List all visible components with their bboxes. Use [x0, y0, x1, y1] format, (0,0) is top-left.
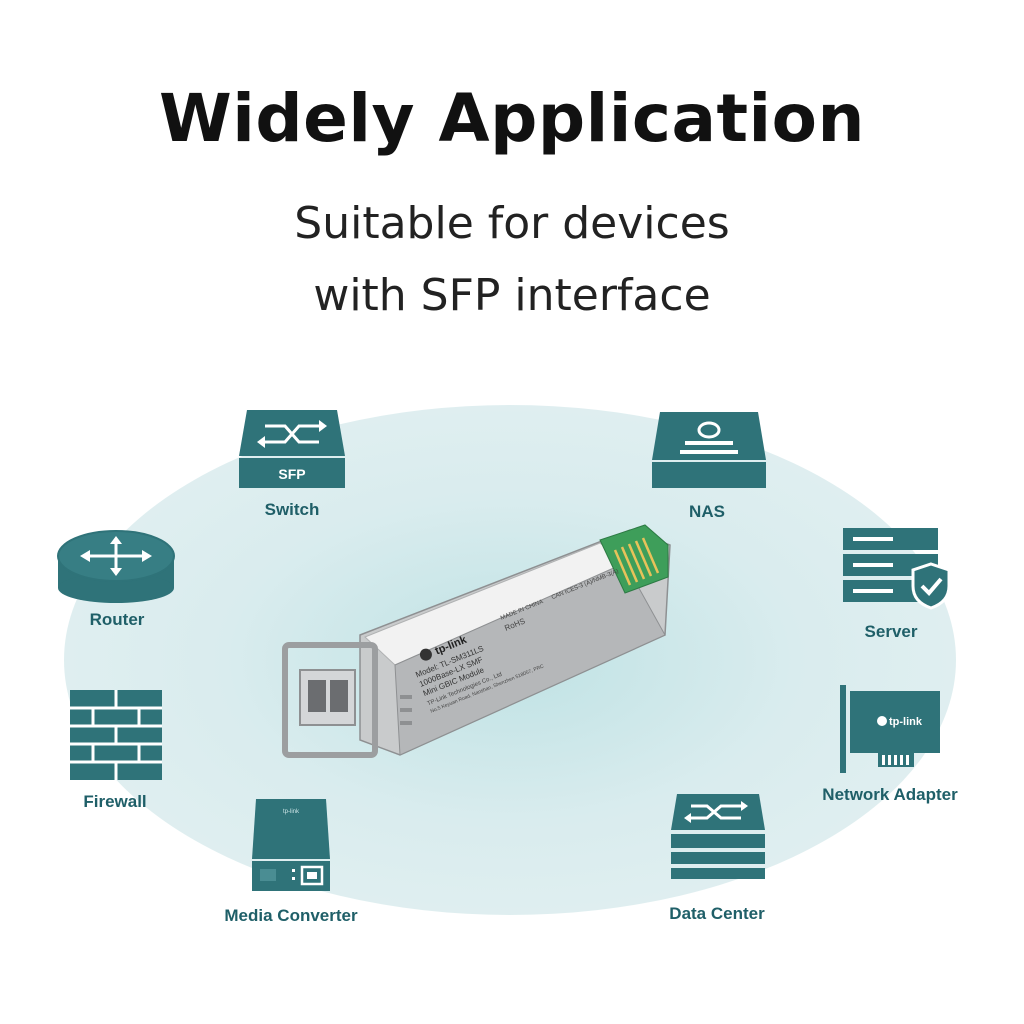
page-subtitle: Suitable for devices with SFP interface	[0, 188, 1024, 332]
subtitle-line-2: with SFP interface	[313, 270, 711, 321]
media-converter-brand: tp-link	[283, 809, 300, 815]
server-label: Server	[864, 622, 918, 641]
network-adapter-icon: tp-link	[840, 685, 940, 773]
server-icon	[843, 528, 951, 610]
firewall-label: Firewall	[83, 792, 147, 811]
router-icon	[57, 530, 175, 603]
data-center-icon	[671, 794, 765, 879]
switch-badge: SFP	[278, 466, 305, 482]
data-center-label: Data Center	[669, 904, 765, 923]
switch-label: Switch	[264, 500, 320, 519]
network-adapter-brand: tp-link	[889, 716, 923, 728]
firewall-icon	[70, 690, 162, 780]
media-converter-label: Media Converter	[224, 906, 358, 925]
page-title: Widely Application	[158, 80, 866, 157]
subtitle-line-1: Suitable for devices	[294, 198, 730, 249]
nas-label: NAS	[689, 502, 725, 521]
router-label: Router	[89, 610, 145, 629]
sfp-module: tp-link Model: TL-SM311LS 1000Base-LX SM…	[282, 524, 671, 758]
media-converter-icon: tp-link	[252, 799, 330, 891]
nas-icon	[652, 412, 766, 488]
switch-icon: SFP	[239, 410, 345, 488]
network-adapter-label: Network Adapter	[822, 785, 958, 804]
